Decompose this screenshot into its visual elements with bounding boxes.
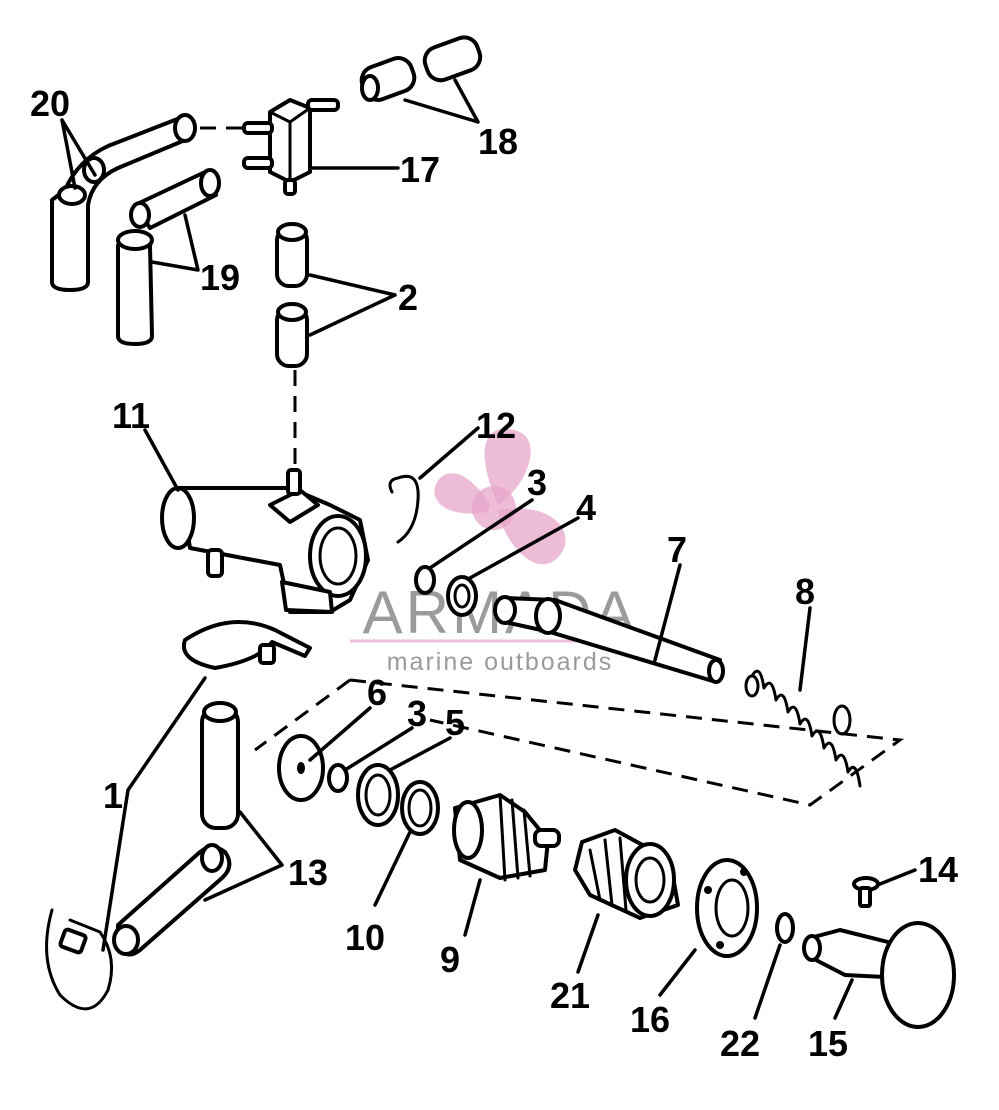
part-17-fitting-block: [200, 98, 340, 196]
part-22-small-o-ring: [775, 912, 795, 944]
callout-3-lower: 3: [407, 693, 427, 734]
part-3-o-ring-upper: [414, 565, 436, 595]
callout-12: 12: [476, 405, 516, 446]
callout-21: 21: [550, 975, 590, 1016]
callout-2: 2: [398, 277, 418, 318]
part-5-seal-ring: [356, 763, 400, 827]
callout-18: 18: [478, 121, 518, 162]
callout-15: 15: [808, 1023, 848, 1064]
callout-13: 13: [288, 852, 328, 893]
part-15-plunger-knob: [802, 921, 956, 1029]
callout-9: 9: [440, 939, 460, 980]
part-9-valve-body: [452, 793, 561, 882]
callout-22: 22: [720, 1023, 760, 1064]
callout-5: 5: [445, 702, 465, 743]
part-13-hoses: [112, 701, 240, 957]
part-11-housing: [160, 468, 370, 614]
part-7-shaft: [493, 595, 725, 684]
callout-17: 17: [400, 149, 440, 190]
watermark-tagline: marine outboards: [387, 648, 614, 676]
assembly-guide-line: [254, 678, 905, 807]
part-1-hose-clamps: [45, 620, 312, 1011]
part-3-o-ring-lower: [327, 763, 349, 793]
part-18-sleeves: [359, 35, 483, 102]
callout-19: 19: [200, 257, 240, 298]
callout-4: 4: [576, 487, 596, 528]
callout-20: 20: [30, 83, 70, 124]
part-21-threaded-nut: [573, 828, 680, 920]
callout-labels: 20 19 17 18 2 11 12 3 4 7 8 6 3 5 1 13 1…: [30, 83, 958, 1064]
part-16-retaining-ring: [695, 858, 759, 958]
callout-10: 10: [345, 917, 385, 958]
part-2-hose-pieces: [275, 222, 309, 468]
callout-16: 16: [630, 999, 670, 1040]
part-4-o-ring: [446, 575, 478, 617]
part-12-clip: [388, 474, 420, 544]
callout-1: 1: [103, 775, 123, 816]
callout-8: 8: [795, 571, 815, 612]
part-14-screw: [852, 876, 880, 908]
callout-7: 7: [667, 529, 687, 570]
part-19-elbow-hose: [116, 168, 221, 346]
callout-6: 6: [367, 672, 387, 713]
callout-14: 14: [918, 849, 958, 890]
callout-11: 11: [112, 395, 150, 436]
leader-lines: [60, 78, 917, 1020]
callout-3-upper: 3: [527, 462, 547, 503]
